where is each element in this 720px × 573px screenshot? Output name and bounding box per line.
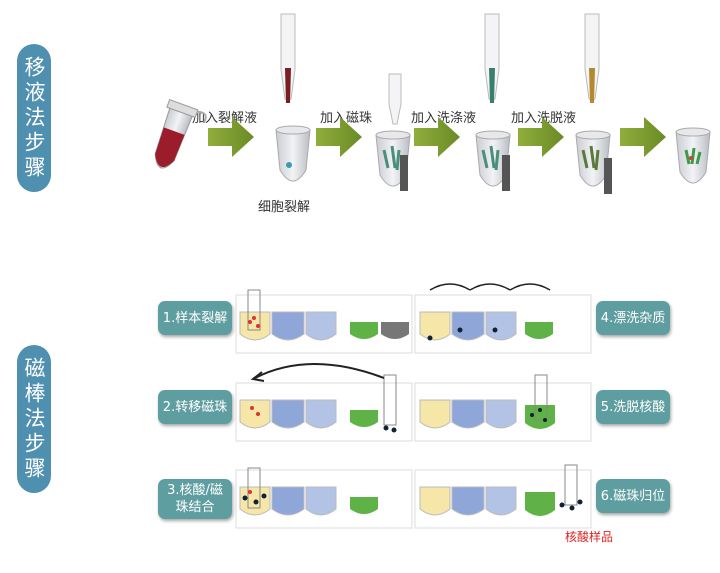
pipette-method-title: 移液法步骤	[17, 44, 51, 192]
add-beads-label: 加入磁珠	[320, 111, 373, 126]
nucleic-acid-sample-label: 核酸样品	[565, 530, 614, 544]
step-3-label-line2: 珠结合	[175, 500, 215, 515]
step-1-box: 1.样本裂解	[158, 301, 232, 335]
step-6-label: 6.磁珠归位	[600, 488, 666, 504]
step-4-label: 4.漂洗杂质	[600, 310, 666, 326]
add-lysis-label: 加入裂解液	[192, 111, 258, 126]
step-5-box: 5.洗脱核酸	[596, 390, 670, 424]
right-arrow-icon	[208, 117, 666, 157]
pipette-tip-icon	[280, 13, 600, 125]
step-3-box: 3.核酸/磁 珠结合	[158, 479, 232, 519]
magnetic-rod-method-title: 磁棒法步骤	[17, 345, 51, 493]
tube-icon	[275, 125, 711, 194]
step-4-box: 4.漂洗杂质	[596, 301, 670, 335]
cell-lysis-label: 细胞裂解	[258, 200, 311, 215]
step-1-label: 1.样本裂解	[162, 310, 228, 326]
step-2-box: 2.转移磁珠	[158, 390, 232, 424]
sample-tube-icon	[154, 99, 207, 169]
well-plate-group	[235, 283, 592, 529]
step-3-label-line1: 3.核酸/磁	[167, 483, 223, 498]
add-wash-label: 加入洗涤液	[411, 111, 477, 126]
step-6-box: 6.磁珠归位	[596, 479, 670, 513]
step-2-label: 2.转移磁珠	[162, 399, 228, 415]
magnetic-rod-method-title-text: 磁棒法步骤	[22, 356, 46, 482]
pipette-method-title-text: 移液法步骤	[22, 55, 46, 181]
step-5-label: 5.洗脱核酸	[600, 399, 666, 415]
